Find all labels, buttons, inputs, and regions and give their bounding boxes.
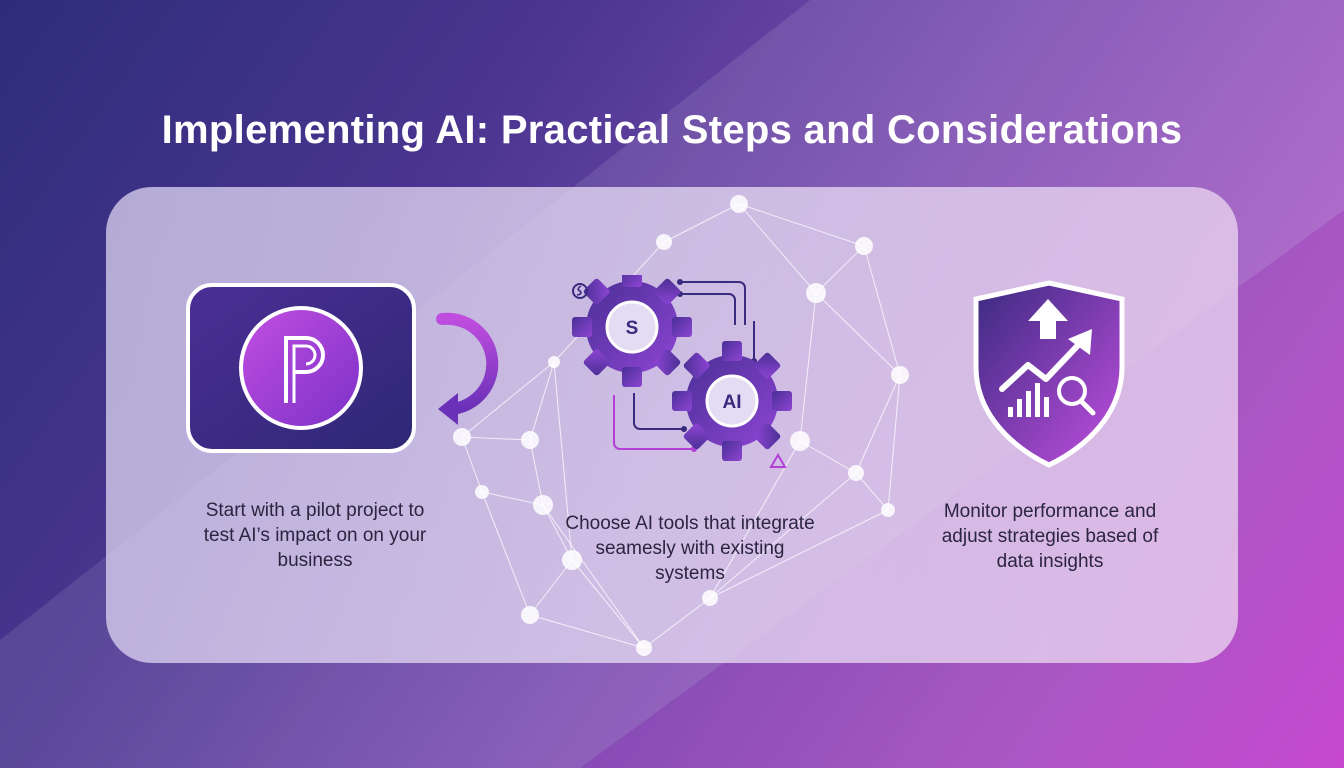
gears-integration-icon: S AI	[572, 275, 792, 468]
step-3-caption: Monitor performance and adjust strategie…	[941, 501, 1159, 572]
step-1-caption: Start with a pilot project to test AI’s …	[203, 500, 427, 571]
steps-panel: S AI	[106, 187, 1238, 663]
gear-ai-label: AI	[723, 392, 742, 413]
step-2-caption: Choose AI tools that integrate seamesly …	[565, 513, 815, 584]
page-title: Implementing AI: Practical Steps and Con…	[161, 108, 1183, 152]
shield-growth-icon	[973, 280, 1125, 468]
pilot-p-icon	[186, 283, 499, 453]
gear-s-label: S	[626, 318, 639, 339]
